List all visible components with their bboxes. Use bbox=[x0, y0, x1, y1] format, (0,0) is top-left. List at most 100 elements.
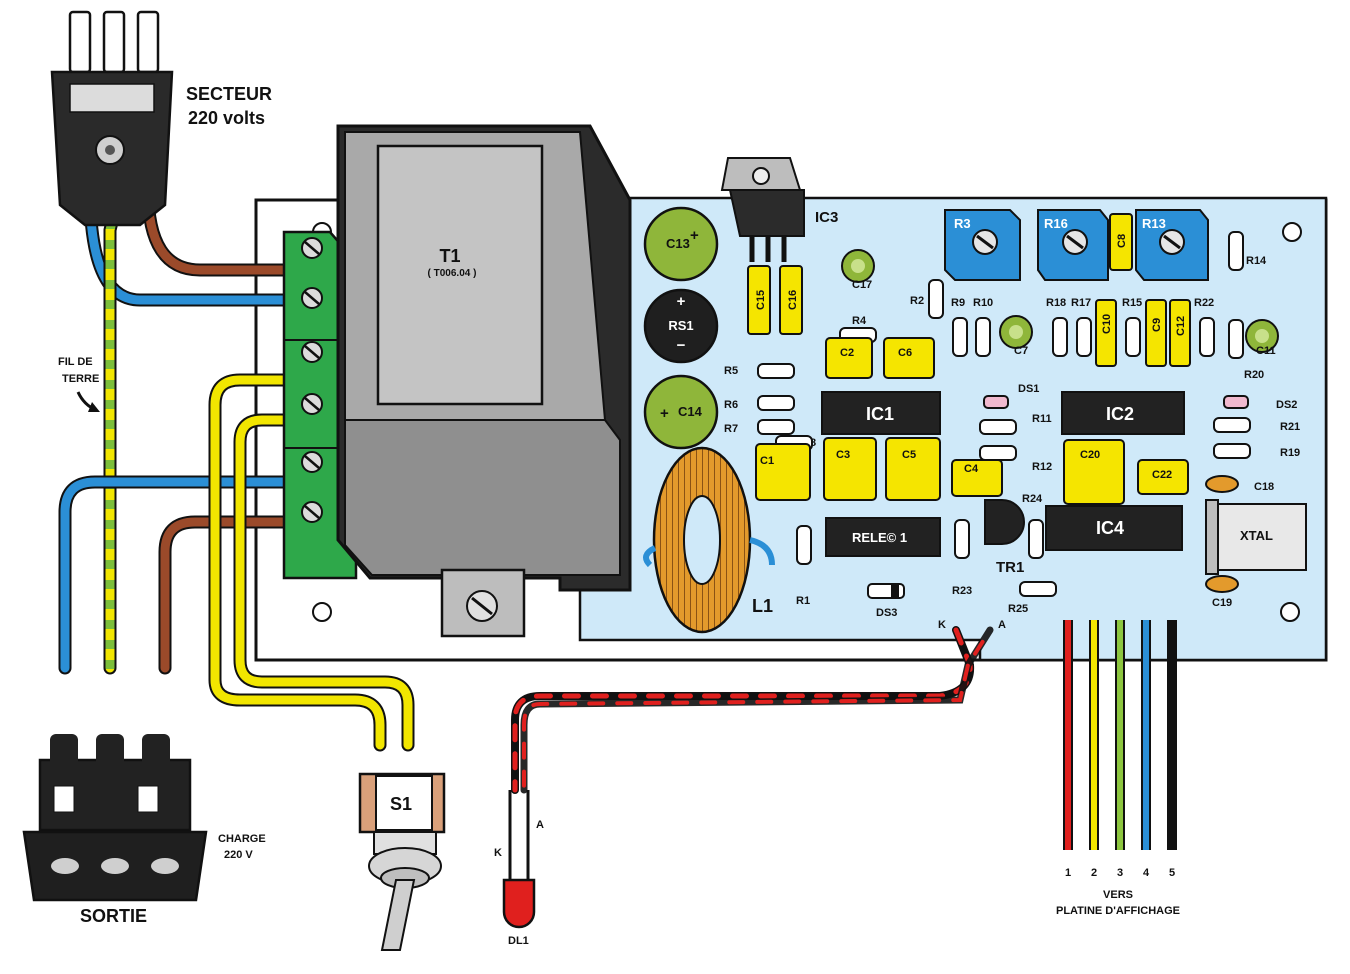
c7-label: C7 bbox=[1014, 345, 1028, 357]
r3-label: R3 bbox=[954, 216, 971, 231]
switch-s1: S1 bbox=[358, 772, 446, 951]
trimmer-r3: R3 bbox=[944, 209, 1021, 281]
earth-note-line2: TERRE bbox=[62, 373, 99, 385]
capacitor-c13: C13 + bbox=[643, 206, 719, 282]
xtal-label: XTAL bbox=[1240, 528, 1273, 543]
led-dl1: K A DL1 bbox=[494, 790, 544, 947]
display-pin-4: 4 bbox=[1143, 867, 1150, 879]
r24-label: R24 bbox=[1022, 493, 1043, 505]
rs1-minus: − bbox=[677, 337, 686, 354]
r18-label: R18 bbox=[1046, 297, 1066, 309]
capacitors-c15-c16: C15 C16 bbox=[747, 265, 803, 335]
ds2-label: DS2 bbox=[1276, 399, 1297, 411]
c4-label: C4 bbox=[964, 463, 979, 475]
led-pad-k: K bbox=[938, 619, 946, 631]
regulator-label: IC3 bbox=[815, 209, 838, 226]
r15-label: R15 bbox=[1122, 297, 1142, 309]
display-pin-1: 1 bbox=[1065, 867, 1071, 879]
display-pin-5: 5 bbox=[1169, 867, 1175, 879]
ds3-label: DS3 bbox=[876, 607, 897, 619]
c18-label: C18 bbox=[1254, 481, 1274, 493]
r14-label: R14 bbox=[1246, 255, 1267, 267]
r13-label: R13 bbox=[1142, 216, 1166, 231]
rs1-label: RS1 bbox=[668, 318, 693, 333]
c1-label: C1 bbox=[760, 455, 774, 467]
display-line2: PLATINE D'AFFICHAGE bbox=[1056, 905, 1180, 917]
trimmer-r16: R16 bbox=[1037, 209, 1109, 281]
transformer-t1: T1 ( T006.04 ) bbox=[336, 124, 632, 638]
r23-label: R23 bbox=[952, 585, 972, 597]
regulator-ic3: IC3 bbox=[720, 157, 838, 262]
c15-label: C15 bbox=[755, 290, 767, 310]
r19-label: R19 bbox=[1280, 447, 1300, 459]
capacitor-c17: C17 bbox=[841, 249, 875, 291]
mains-plug bbox=[50, 10, 174, 227]
capacitor-c11: C11 bbox=[1245, 319, 1279, 357]
r5-label: R5 bbox=[724, 365, 738, 377]
r21-label: R21 bbox=[1280, 421, 1300, 433]
mains-label: SECTEUR 220 volts bbox=[186, 84, 272, 128]
output-socket: SORTIE CHARGE 220 V bbox=[22, 734, 266, 926]
r6-label: R6 bbox=[724, 399, 738, 411]
earth-note-line1: FIL DE bbox=[58, 356, 93, 368]
r16-label: R16 bbox=[1044, 216, 1068, 231]
transformer-model: ( T006.04 ) bbox=[428, 268, 477, 279]
c16-label: C16 bbox=[787, 290, 799, 310]
c9-label: C9 bbox=[1151, 318, 1163, 332]
capacitor-c8: C8 bbox=[1109, 213, 1133, 271]
c19-label: C19 bbox=[1212, 597, 1232, 609]
ic2-label: IC2 bbox=[1106, 404, 1134, 424]
r2-label: R2 bbox=[910, 295, 924, 307]
charge-line2: 220 V bbox=[224, 849, 253, 861]
r12-label: R12 bbox=[1032, 461, 1052, 473]
c5-label: C5 bbox=[902, 449, 916, 461]
led-label: DL1 bbox=[508, 935, 529, 947]
r4-label: R4 bbox=[852, 315, 867, 327]
relay-label: RELE© 1 bbox=[852, 530, 907, 545]
r17-label: R17 bbox=[1071, 297, 1091, 309]
c22-label: C22 bbox=[1152, 469, 1172, 481]
c2-label: C2 bbox=[840, 347, 854, 359]
output-title: SORTIE bbox=[80, 906, 147, 926]
resistors-vertical bbox=[796, 231, 1244, 565]
mains-voltage: 220 volts bbox=[188, 108, 265, 128]
svg-text:+: + bbox=[690, 227, 699, 244]
ic1: IC1 bbox=[821, 391, 941, 435]
c13-label: C13 bbox=[666, 236, 690, 251]
c10-label: C10 bbox=[1101, 314, 1113, 334]
c20-label: C20 bbox=[1080, 449, 1100, 461]
r10-label: R10 bbox=[973, 297, 993, 309]
display-line1: VERS bbox=[1103, 889, 1133, 901]
output-wires bbox=[58, 373, 415, 752]
r11-label: R11 bbox=[1032, 413, 1052, 425]
transistor-tr1: TR1 bbox=[984, 499, 1025, 576]
led-a-label: A bbox=[536, 819, 544, 831]
switch-label: S1 bbox=[390, 794, 412, 814]
c12-label: C12 bbox=[1175, 316, 1187, 336]
c17-label: C17 bbox=[852, 279, 872, 291]
ic4: IC4 bbox=[1045, 505, 1183, 551]
rs1-plus: + bbox=[677, 293, 686, 310]
capacitor-box-labels: C2 C6 C1 C3 C5 C4 C20 C22 C10 C9 C12 bbox=[760, 314, 1187, 481]
l1-label: L1 bbox=[752, 596, 773, 616]
ic2: IC2 bbox=[1061, 391, 1185, 435]
svg-text:+: + bbox=[660, 405, 669, 422]
capacitor-c7: C7 bbox=[999, 315, 1033, 357]
diodes bbox=[867, 395, 1249, 599]
r9-label: R9 bbox=[951, 297, 965, 309]
capacitors-box bbox=[755, 299, 1191, 505]
diode-labels: DS1 DS2 DS3 bbox=[876, 383, 1297, 619]
c8-label: C8 bbox=[1116, 234, 1128, 248]
led-k-label: K bbox=[494, 847, 502, 859]
display-pin-3: 3 bbox=[1117, 867, 1123, 879]
ic4-label: IC4 bbox=[1096, 518, 1124, 538]
charge-line1: CHARGE bbox=[218, 833, 266, 845]
relay-1: RELE© 1 bbox=[825, 517, 941, 557]
r7-label: R7 bbox=[724, 423, 738, 435]
r22-label: R22 bbox=[1194, 297, 1214, 309]
mains-title: SECTEUR bbox=[186, 84, 272, 104]
r20-label: R20 bbox=[1244, 369, 1264, 381]
earth-note: FIL DE TERRE bbox=[58, 356, 100, 412]
ic1-label: IC1 bbox=[866, 404, 894, 424]
